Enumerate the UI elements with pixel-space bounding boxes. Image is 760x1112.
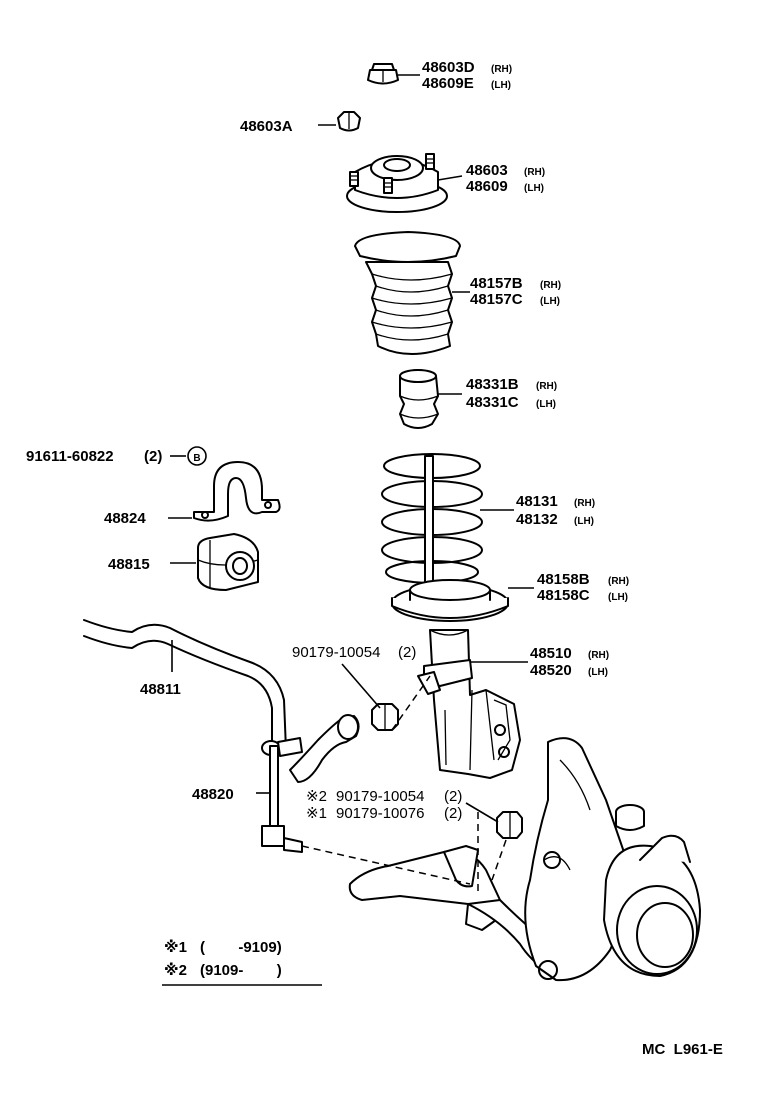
part-number: 90179-10076 xyxy=(336,805,424,822)
part-number: 48132 xyxy=(516,511,558,528)
stabilizer-bushing-drawing xyxy=(197,533,259,591)
part-number: 48331B xyxy=(466,376,519,393)
quantity: (2) xyxy=(444,788,462,805)
callout-48824: 48824 xyxy=(104,510,146,527)
applicability-mark: ※1 xyxy=(306,805,327,822)
part-number: 48824 xyxy=(104,510,146,527)
side-qualifier: (LH) xyxy=(536,399,556,410)
b-symbol-circle xyxy=(187,446,207,466)
part-number: 48158B xyxy=(537,571,590,588)
callout-48510: 48510 (RH) xyxy=(530,645,609,662)
strut-mount-drawing xyxy=(346,153,448,213)
side-qualifier: (RH) xyxy=(524,167,545,178)
spring-insulator-drawing xyxy=(391,579,509,622)
coil-spring-drawing xyxy=(381,453,483,587)
shock-absorber-drawing xyxy=(417,629,521,779)
callout-48603: 48603 (RH) xyxy=(466,162,545,179)
callout-48520: 48520 (LH) xyxy=(530,662,608,679)
applicability-notes: ※1 ( -9109) ※2 (9109- ) xyxy=(164,938,282,979)
note-mark-1: ※1 xyxy=(164,938,187,956)
callout-48609: 48609 (LH) xyxy=(466,178,544,195)
callout-48157C: 48157C (LH) xyxy=(470,291,560,308)
part-number: 48510 xyxy=(530,645,572,662)
part-number: 48603A xyxy=(240,118,293,135)
part-number: 48609 xyxy=(466,178,508,195)
part-number: 48603D xyxy=(422,59,475,76)
side-qualifier: (LH) xyxy=(524,183,544,194)
quantity: (2) xyxy=(144,448,162,465)
note-mark-2: ※2 xyxy=(164,961,187,979)
callout-48603D: 48603D (RH) xyxy=(422,59,512,76)
stabilizer-link-drawing xyxy=(261,714,360,853)
callout-48603A: 48603A xyxy=(240,118,293,135)
part-number: 48331C xyxy=(466,394,519,411)
steering-knuckle-lower-arm-drawing xyxy=(348,737,701,982)
callout-48331B: 48331B (RH) xyxy=(466,376,557,393)
side-qualifier: (LH) xyxy=(608,592,628,603)
part-number: 48157B xyxy=(470,275,523,292)
side-qualifier: (RH) xyxy=(574,498,595,509)
callout-90179-10076-mark1: ※1 90179-10076 (2) xyxy=(306,805,462,822)
quantity: (2) xyxy=(444,805,462,822)
quantity: (2) xyxy=(398,644,416,661)
dust-boot-drawing xyxy=(354,231,461,355)
side-qualifier: (RH) xyxy=(540,280,561,291)
side-qualifier: (LH) xyxy=(588,667,608,678)
callout-90179-10054-top: 90179-10054 (2) xyxy=(292,644,416,661)
callout-48131: 48131 (RH) xyxy=(516,493,595,510)
callout-48820: 48820 xyxy=(192,786,234,803)
callout-48132: 48132 (LH) xyxy=(516,511,594,528)
part-number: 91611-60822 xyxy=(26,448,114,465)
side-qualifier: (LH) xyxy=(540,296,560,307)
mount-nut-drawing xyxy=(337,111,361,132)
applicability-mark: ※2 xyxy=(306,788,327,805)
side-qualifier: (RH) xyxy=(536,381,557,392)
side-qualifier: (RH) xyxy=(491,64,512,75)
part-number: 48158C xyxy=(537,587,590,604)
part-number: 90179-10054 xyxy=(336,788,424,805)
part-number: 48811 xyxy=(140,681,181,698)
part-number: 48815 xyxy=(108,556,150,573)
callout-48811: 48811 xyxy=(140,681,181,698)
side-qualifier: (LH) xyxy=(491,80,511,91)
callout-48158B: 48158B (RH) xyxy=(537,571,629,588)
stabilizer-bracket-drawing xyxy=(193,461,281,522)
part-number: 48603 xyxy=(466,162,508,179)
part-number: 48520 xyxy=(530,662,572,679)
note-range-2: (9109- ) xyxy=(200,962,282,979)
part-number: 48157C xyxy=(470,291,523,308)
callout-48609E: 48609E (LH) xyxy=(422,75,511,92)
stabilizer-bar-drawing xyxy=(83,619,287,753)
bump-stopper-drawing xyxy=(399,369,439,429)
part-number: 48820 xyxy=(192,786,234,803)
callout-48331C: 48331C (LH) xyxy=(466,394,556,411)
side-qualifier: (RH) xyxy=(588,650,609,661)
part-number: 48131 xyxy=(516,493,558,510)
callout-90179-10054-mark2: ※2 90179-10054 (2) xyxy=(306,788,462,805)
note-range-1: ( -9109) xyxy=(200,939,282,956)
side-qualifier: (LH) xyxy=(574,516,594,527)
figure-code: MC L961-E xyxy=(642,1041,723,1058)
leader-lines xyxy=(162,74,534,986)
b-symbol: B xyxy=(193,453,200,464)
callout-48158C: 48158C (LH) xyxy=(537,587,628,604)
link-nut-drawing xyxy=(371,703,523,839)
callout-48157B: 48157B (RH) xyxy=(470,275,561,292)
callout-48815: 48815 xyxy=(108,556,150,573)
top-nut-drawing xyxy=(367,63,399,85)
part-number: 90179-10054 xyxy=(292,644,380,661)
side-qualifier: (RH) xyxy=(608,576,629,587)
callout-91611-60822: 91611-60822 (2) B xyxy=(26,446,207,466)
part-number: 48609E xyxy=(422,75,474,92)
